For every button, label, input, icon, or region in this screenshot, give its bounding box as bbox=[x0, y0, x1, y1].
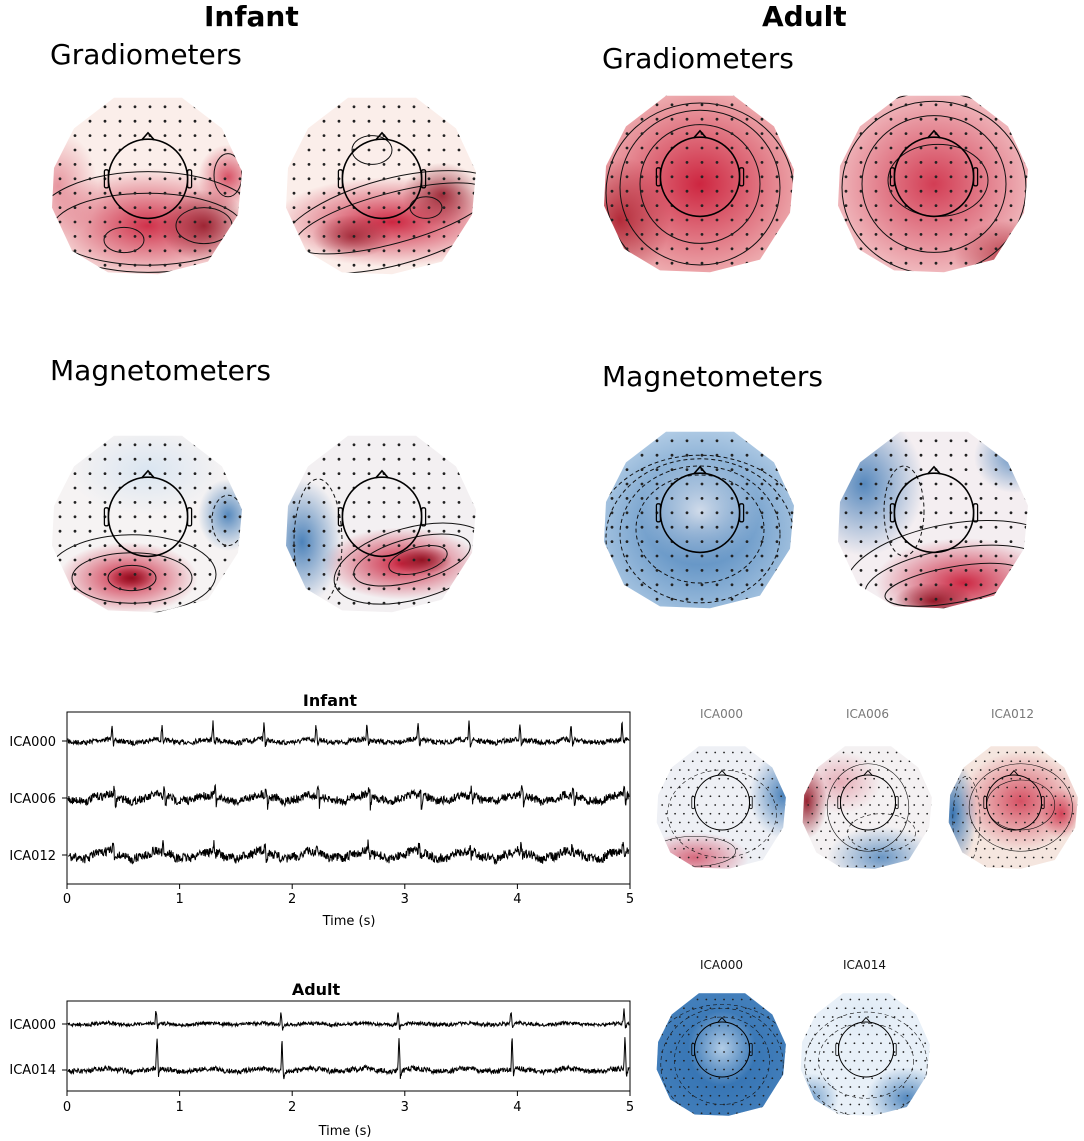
infant-ts-traces bbox=[62, 720, 630, 866]
adult-ts-frame bbox=[66, 1000, 631, 1092]
field bbox=[838, 431, 1028, 609]
infant-magnetometers-label: Magnetometers bbox=[50, 354, 271, 387]
infant-ts-tick-0: 0 bbox=[63, 892, 71, 907]
infant-ica-topomap-2 bbox=[948, 746, 1078, 869]
infant-grad-topomap-2 bbox=[286, 97, 476, 275]
signal-trace bbox=[67, 1008, 630, 1031]
adult-timeseries-plot: Adult ICA000 ICA014 0 1 2 3 4 5 Time (s) bbox=[9, 980, 634, 1139]
infant-ts-tick-4: 4 bbox=[513, 892, 521, 907]
infant-ts-ylabel-2: ICA012 bbox=[9, 849, 56, 864]
field bbox=[604, 95, 794, 273]
infant-gradiometers-label: Gradiometers bbox=[50, 38, 242, 71]
adult-ts-title: Adult bbox=[292, 980, 341, 999]
signal-trace bbox=[67, 783, 630, 811]
field bbox=[800, 993, 930, 1116]
adult-grad-topomap-2 bbox=[838, 95, 1028, 273]
infant-ica-title-1: ICA006 bbox=[846, 707, 890, 721]
field bbox=[286, 435, 476, 613]
adult-ts-tick-4: 4 bbox=[513, 1100, 521, 1115]
adult-mag-topomap-1 bbox=[604, 431, 794, 609]
adult-ts-ylabel-0: ICA000 bbox=[9, 1018, 56, 1033]
field bbox=[838, 95, 1028, 273]
adult-mag-topomap-2 bbox=[838, 431, 1028, 609]
adult-ts-xlabel: Time (s) bbox=[318, 1124, 372, 1139]
infant-ts-tick-1: 1 bbox=[175, 892, 183, 907]
adult-ts-tick-1: 1 bbox=[175, 1100, 183, 1115]
adult-ts-tick-5: 5 bbox=[626, 1100, 634, 1115]
adult-ts-ylabel-1: ICA014 bbox=[9, 1063, 56, 1078]
infant-ts-tick-5: 5 bbox=[626, 892, 634, 907]
field bbox=[286, 97, 476, 275]
adult-ica-topomap-0 bbox=[656, 993, 786, 1116]
field bbox=[52, 435, 242, 613]
infant-mag-topomap-1 bbox=[52, 435, 242, 613]
field bbox=[802, 746, 932, 869]
adult-column-title: Adult bbox=[762, 0, 847, 33]
infant-mag-topomap-2 bbox=[286, 435, 476, 613]
field bbox=[604, 431, 794, 609]
infant-ica-topomap-0 bbox=[656, 746, 786, 869]
infant-column-title: Infant bbox=[204, 0, 299, 33]
adult-ica-title-0: ICA000 bbox=[700, 958, 744, 972]
adult-grad-topomap-1 bbox=[604, 95, 794, 273]
adult-ts-tick-2: 2 bbox=[288, 1100, 296, 1115]
field bbox=[948, 746, 1078, 869]
infant-ts-xlabel: Time (s) bbox=[322, 914, 376, 929]
infant-ts-ylabel-0: ICA000 bbox=[9, 735, 56, 750]
signal-trace bbox=[67, 720, 630, 748]
field bbox=[656, 746, 786, 869]
signal-trace bbox=[67, 1037, 630, 1080]
infant-ts-xticks bbox=[66, 884, 631, 889]
signal-trace bbox=[67, 839, 630, 866]
infant-ts-tick-2: 2 bbox=[288, 892, 296, 907]
adult-ts-tick-0: 0 bbox=[63, 1100, 71, 1115]
adult-ica-title-1: ICA014 bbox=[843, 958, 887, 972]
infant-ica-title-0: ICA000 bbox=[700, 707, 744, 721]
adult-ts-tick-3: 3 bbox=[401, 1100, 409, 1115]
infant-ts-ylabel-1: ICA006 bbox=[9, 792, 56, 807]
infant-grad-topomap-1 bbox=[52, 97, 242, 275]
infant-timeseries-plot: Infant ICA000 ICA006 ICA012 0 1 2 3 4 5 … bbox=[9, 691, 634, 929]
infant-ica-topomap-1 bbox=[802, 746, 932, 869]
field bbox=[656, 993, 786, 1116]
adult-magnetometers-label: Magnetometers bbox=[602, 360, 823, 393]
infant-ts-tick-3: 3 bbox=[401, 892, 409, 907]
field bbox=[52, 97, 242, 275]
adult-ica-topomap-1 bbox=[800, 993, 930, 1116]
adult-gradiometers-label: Gradiometers bbox=[602, 42, 794, 75]
adult-ts-traces bbox=[62, 1008, 630, 1080]
infant-ica-title-2: ICA012 bbox=[991, 707, 1035, 721]
adult-ts-xticks bbox=[66, 1091, 631, 1096]
infant-ts-title: Infant bbox=[303, 691, 357, 710]
